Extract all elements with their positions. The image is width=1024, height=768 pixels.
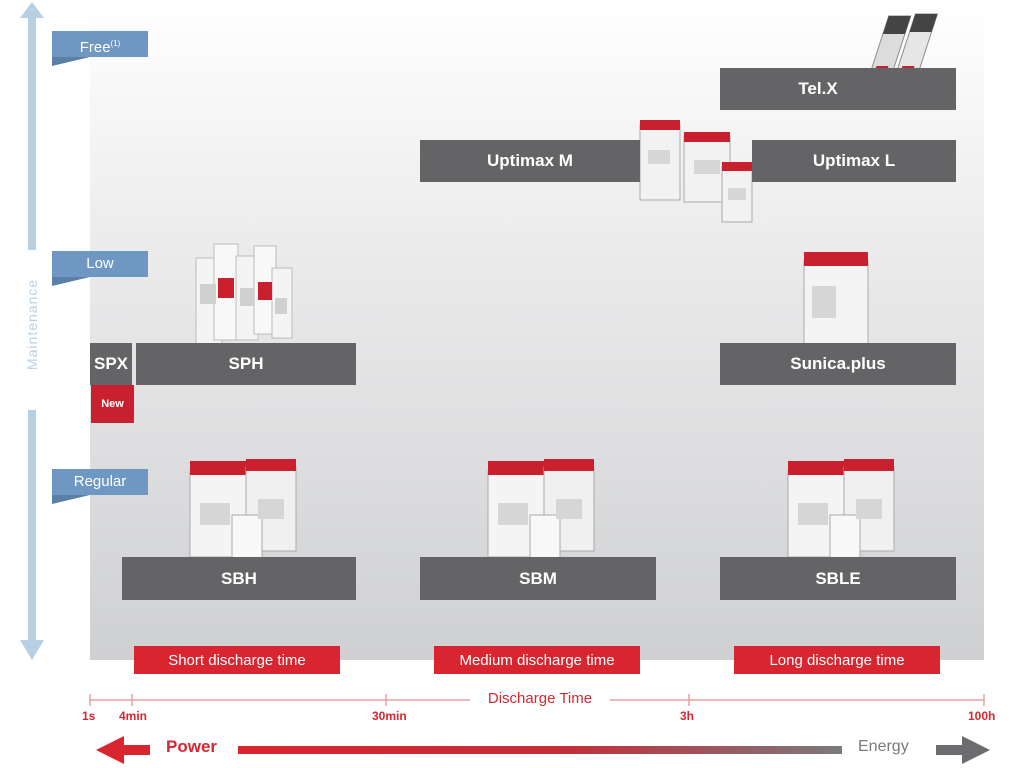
product-sble-label: SBLE (815, 568, 861, 588)
product-spx: SPX (90, 343, 132, 385)
discharge-category-medium-label: Medium discharge time (459, 651, 615, 669)
product-sph: SPH (136, 343, 356, 385)
maintenance-level-free-footnote: (1) (110, 39, 121, 48)
product-spx-label: SPX (93, 354, 129, 373)
maintenance-level-low-label: Low (86, 255, 114, 272)
sunica-battery-image (803, 252, 869, 347)
product-sunica-plus: Sunica.plus (720, 343, 956, 385)
maintenance-level-free: Free(1) (52, 31, 148, 66)
product-telx-label: Tel.X (798, 79, 838, 98)
product-uptimax-m-label: Uptimax M (487, 151, 573, 170)
product-sbh-label: SBH (221, 568, 257, 588)
discharge-category-short: Short discharge time (134, 646, 340, 674)
discharge-category-medium: Medium discharge time (434, 646, 640, 674)
new-badge-label: New (101, 398, 124, 410)
energy-label: Energy (858, 738, 909, 755)
maintenance-axis-label: Maintenance (24, 278, 40, 370)
tick-3h: 3h (680, 709, 695, 723)
tick-100h: 100h (968, 709, 996, 723)
sbh-battery-image (189, 459, 297, 560)
product-sph-label: SPH (228, 354, 264, 373)
maintenance-level-regular-label: Regular (73, 473, 127, 490)
product-sbm: SBM (420, 557, 656, 600)
discharge-category-short-label: Short discharge time (168, 651, 306, 669)
discharge-time-axis-title: Discharge Time (470, 690, 610, 707)
maintenance-axis-arrow (20, 2, 44, 660)
product-sble: SBLE (720, 557, 956, 600)
product-sunica-plus-label: Sunica.plus (790, 354, 886, 373)
uptimax-battery-image (639, 120, 753, 223)
sph-battery-image (195, 243, 293, 347)
power-label: Power (166, 737, 218, 756)
product-sbm-label: SBM (519, 568, 557, 588)
sble-battery-image (787, 459, 895, 560)
tick-1s: 1s (82, 709, 96, 723)
product-uptimax-l-label: Uptimax L (812, 151, 896, 170)
tick-4min: 4min (119, 709, 148, 723)
new-badge: New (91, 385, 134, 423)
tick-30min: 30min (372, 709, 407, 723)
power-energy-arrow (96, 736, 990, 764)
product-uptimax-m: Uptimax M (420, 140, 640, 182)
product-uptimax-l: Uptimax L (752, 140, 956, 182)
discharge-category-long: Long discharge time (734, 646, 940, 674)
maintenance-level-regular: Regular (52, 469, 148, 504)
product-telx: Tel.X (720, 68, 956, 110)
maintenance-level-low: Low (52, 251, 148, 286)
discharge-category-long-label: Long discharge time (769, 651, 905, 669)
maintenance-level-free-label: Free (79, 39, 111, 56)
product-sbh: SBH (122, 557, 356, 600)
sbm-battery-image (487, 459, 595, 560)
